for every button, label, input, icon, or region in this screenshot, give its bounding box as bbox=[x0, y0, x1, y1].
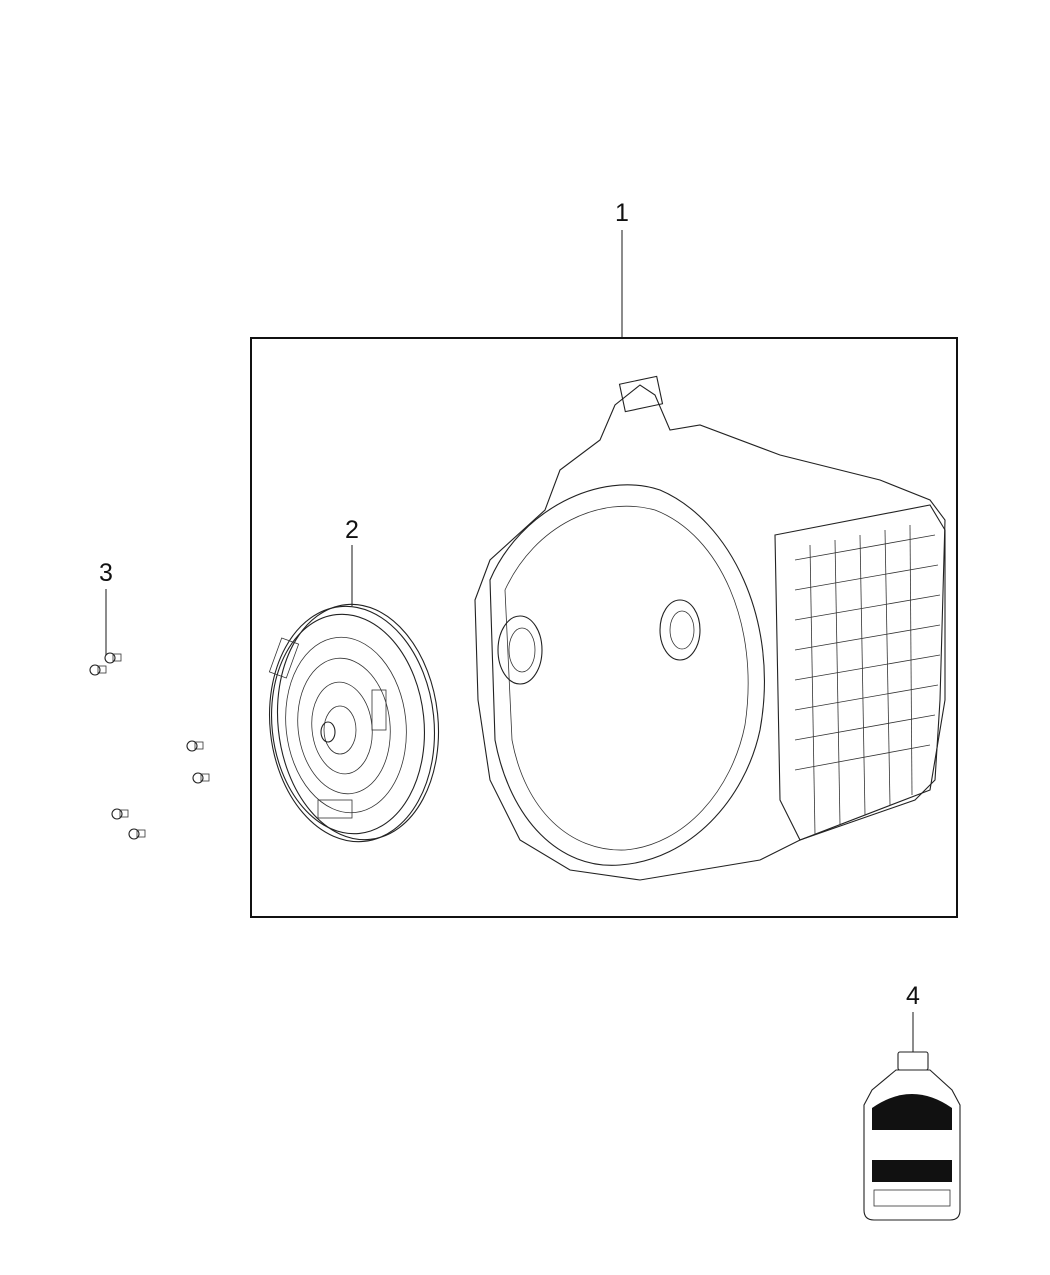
bolt-icons bbox=[89, 652, 210, 840]
callout-1-label: 1 bbox=[615, 199, 629, 227]
assembly-group-box bbox=[250, 337, 958, 918]
torque-converter-icon bbox=[268, 603, 440, 843]
callout-4-label: 4 bbox=[906, 982, 920, 1010]
fluid-bottle-icon bbox=[863, 1051, 961, 1221]
transmission-assembly-icon bbox=[474, 375, 946, 881]
callout-2-label: 2 bbox=[345, 516, 359, 544]
callout-3-label: 3 bbox=[99, 559, 113, 587]
